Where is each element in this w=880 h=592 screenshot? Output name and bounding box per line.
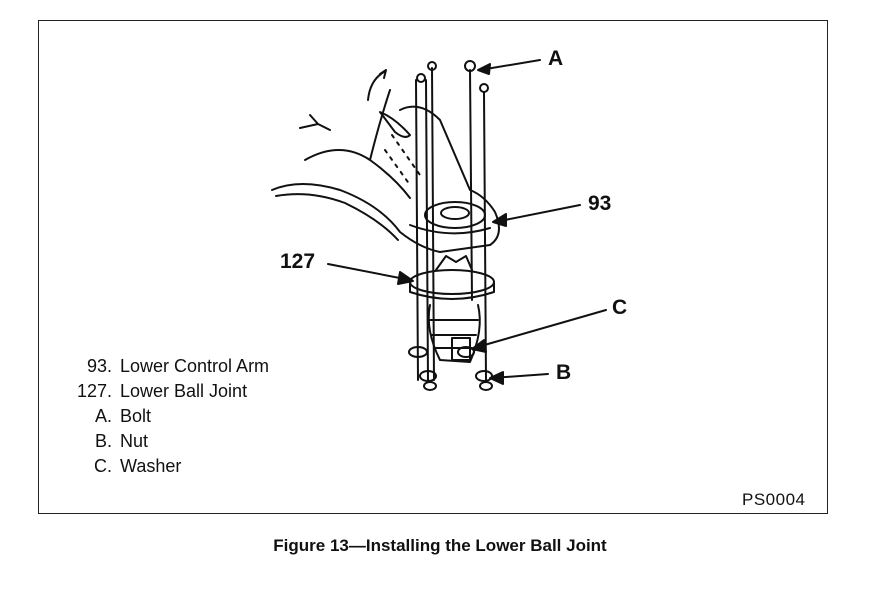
legend-item: 127. Lower Ball Joint [62,379,269,404]
legend-item: A. Bolt [62,404,269,429]
callout-a: A [548,47,564,70]
legend-label: Lower Ball Joint [120,381,248,401]
legend-key: 127. [76,381,112,401]
legend-key: C. [94,456,112,476]
figure-caption: Figure 13—Installing the Lower Ball Join… [273,536,607,555]
legend-label: Bolt [120,406,152,426]
leader-lines [327,59,607,385]
legend-key: B. [94,431,112,451]
callout-c: C [612,296,628,319]
legend-label: Nut [120,431,149,451]
lower-control-arm [271,69,500,253]
legend-item: C. Washer [62,454,269,479]
legend-label: Washer [120,456,182,476]
callout-93: 93 [588,192,612,215]
legend-key: 93. [86,356,112,376]
legend-label: Lower Control Arm [120,356,270,376]
legend-item: 93. Lower Control Arm [62,354,269,379]
nuts-and-washers [408,346,493,391]
legend-item: B. Nut [62,429,269,454]
lower-ball-joint [409,255,495,363]
callout-127: 127 [280,250,316,273]
callout-b: B [556,361,572,384]
figure-code: PS0004 [742,490,806,509]
figure-frame [38,20,828,514]
bolts [415,60,489,381]
legend-key: A. [94,406,112,426]
parts-legend: 93. Lower Control Arm 127. Lower Ball Jo… [62,354,269,479]
